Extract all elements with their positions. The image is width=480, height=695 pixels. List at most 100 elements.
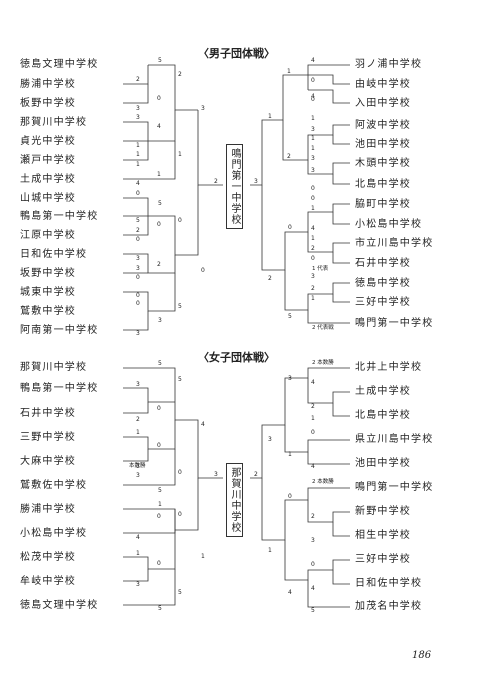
svg-text:4: 4 (311, 379, 315, 386)
girls-right-team-8: 相生中学校 (355, 530, 411, 541)
boys-left-team-12: 坂野中学校 (20, 268, 76, 279)
girls-right-team-3: 北島中学校 (355, 410, 411, 421)
svg-text:1: 1 (287, 68, 291, 75)
svg-text:1: 1 (311, 415, 315, 422)
svg-text:0: 0 (157, 560, 161, 567)
boys-left-team-10: 江原中学校 (20, 230, 76, 241)
svg-text:2: 2 (311, 403, 315, 410)
boys-right-team-9: 小松島中学校 (355, 219, 423, 230)
svg-text:0: 0 (311, 429, 315, 436)
boys-left-team-6: 瀬戸中学校 (20, 155, 76, 166)
boys-left-team-1: 徳島文理中学校 (20, 59, 99, 70)
svg-text:5: 5 (158, 605, 162, 612)
girls-right-team-5: 池田中学校 (355, 458, 411, 469)
svg-text:0: 0 (311, 96, 315, 103)
svg-text:3: 3 (136, 265, 140, 272)
svg-text:4: 4 (311, 225, 315, 232)
boys-right-team-14: 鳴門第一中学校 (355, 318, 434, 329)
svg-text:3: 3 (136, 330, 140, 337)
svg-text:1: 1 (311, 115, 315, 122)
svg-text:1: 1 (311, 145, 315, 152)
boys-left-team-4: 那賀川中学校 (20, 117, 88, 128)
svg-text:3: 3 (214, 471, 218, 478)
svg-text:1: 1 (158, 501, 162, 508)
svg-text:1: 1 (268, 547, 272, 554)
girls-right-team-7: 新野中学校 (355, 506, 411, 517)
girls-right-team-11: 加茂名中学校 (355, 601, 423, 612)
boys-right-team-7: 北島中学校 (355, 179, 411, 190)
svg-text:5: 5 (178, 303, 182, 310)
boys-left-team-11: 日和佐中学校 (20, 249, 88, 260)
girls-note-2: 本数勝 (129, 461, 146, 469)
svg-text:0: 0 (288, 224, 292, 231)
boys-right-team-4: 阿波中学校 (355, 120, 411, 131)
svg-text:2: 2 (311, 285, 315, 292)
svg-text:3: 3 (288, 375, 292, 382)
boys-right-team-6: 木頭中学校 (355, 158, 411, 169)
svg-text:5: 5 (158, 360, 162, 367)
svg-text:2: 2 (254, 471, 258, 478)
svg-text:4: 4 (311, 57, 315, 64)
boys-right-team-3: 入田中学校 (355, 98, 411, 109)
svg-text:0: 0 (136, 236, 140, 243)
girls-right-team-10: 日和佐中学校 (355, 578, 423, 589)
svg-text:1: 1 (268, 113, 272, 120)
svg-text:0: 0 (136, 274, 140, 281)
svg-text:5: 5 (136, 217, 140, 224)
svg-text:0: 0 (288, 493, 292, 500)
svg-text:4: 4 (288, 589, 292, 596)
svg-text:1: 1 (311, 295, 315, 302)
svg-text:1: 1 (311, 205, 315, 212)
boys-left-team-5: 貞光中学校 (20, 136, 76, 147)
girls-title: 〈女子団体戦〉 (198, 351, 275, 364)
svg-text:0: 0 (311, 185, 315, 192)
boys-left-team-3: 板野中学校 (20, 98, 76, 109)
svg-text:4: 4 (136, 534, 140, 541)
svg-text:4: 4 (136, 180, 140, 187)
boys-right-team-1: 羽ノ浦中学校 (355, 59, 423, 70)
svg-text:0: 0 (311, 255, 315, 262)
boys-left-team-13: 城東中学校 (20, 287, 76, 298)
svg-text:0: 0 (178, 511, 182, 518)
boys-left-team-2: 勝浦中学校 (20, 79, 76, 90)
svg-text:2: 2 (136, 227, 140, 234)
boys-note-1: 1 代表 (312, 264, 329, 272)
svg-text:1: 1 (178, 151, 182, 158)
boys-title: 〈男子団体戦〉 (198, 47, 275, 60)
svg-text:3: 3 (158, 317, 162, 324)
svg-text:3: 3 (136, 114, 140, 121)
svg-text:3: 3 (311, 167, 315, 174)
svg-text:1: 1 (311, 235, 315, 242)
svg-text:4: 4 (157, 123, 161, 130)
svg-text:5: 5 (178, 376, 182, 383)
svg-text:4: 4 (311, 463, 315, 470)
boys-left-team-7: 土成中学校 (20, 174, 76, 185)
svg-text:2: 2 (136, 76, 140, 83)
svg-text:0: 0 (157, 513, 161, 520)
svg-text:0: 0 (201, 267, 205, 274)
svg-text:0: 0 (311, 561, 315, 568)
girls-left-team-11: 徳島文理中学校 (20, 600, 99, 611)
svg-text:4: 4 (311, 93, 315, 100)
svg-text:1: 1 (136, 550, 140, 557)
boys-note-2: 2 代表戦 (312, 323, 334, 331)
svg-text:1: 1 (136, 429, 140, 436)
svg-text:3: 3 (136, 381, 140, 388)
svg-text:1: 1 (157, 171, 161, 178)
boys-left-team-9: 鴨島第一中学校 (20, 211, 99, 222)
girls-champion-box: 那賀川中学校 (226, 463, 243, 537)
svg-text:5: 5 (158, 200, 162, 207)
girls-left-team-4: 三野中学校 (20, 432, 76, 443)
svg-text:0: 0 (178, 469, 182, 476)
svg-text:2: 2 (178, 71, 182, 78)
svg-text:3: 3 (201, 105, 205, 112)
svg-text:1: 1 (136, 151, 140, 158)
boys-champion-box: 鳴門第一中学校 (226, 144, 243, 229)
svg-text:2: 2 (311, 245, 315, 252)
svg-text:2: 2 (214, 178, 218, 185)
svg-text:2: 2 (157, 261, 161, 268)
svg-text:3: 3 (311, 537, 315, 544)
boys-right-team-10: 市立川島中学校 (355, 238, 434, 249)
svg-text:2: 2 (287, 153, 291, 160)
svg-text:3: 3 (311, 155, 315, 162)
